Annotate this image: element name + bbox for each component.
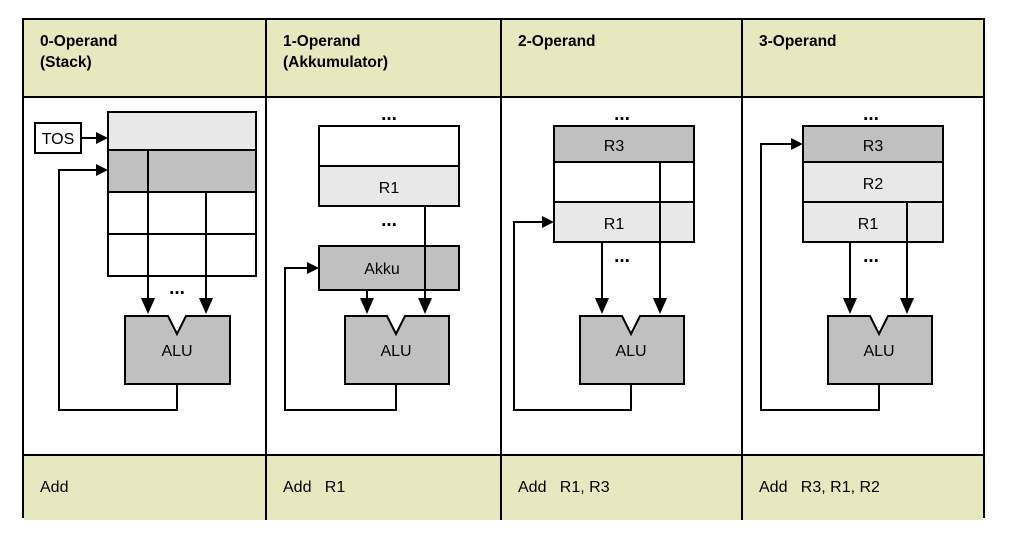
tos-label: TOS xyxy=(42,131,75,148)
register-r2-label: R2 xyxy=(863,176,884,193)
ellipsis-top-label: ... xyxy=(863,104,879,125)
alu-label: ALU xyxy=(380,343,411,360)
diagram-1-operand-accumulator: ... R1 ... Akku xyxy=(265,98,500,454)
ellipsis-bottom-label: ... xyxy=(381,210,397,231)
alu-label: ALU xyxy=(615,343,646,360)
column-header-3-operand: 3-Operand xyxy=(741,20,983,96)
table-header-row: 0-Operand (Stack) 1-Operand (Akkumulator… xyxy=(24,20,983,98)
accumulator-label: Akku xyxy=(364,261,400,278)
ellipsis-top-label: ... xyxy=(381,104,397,125)
table-diagram-row: TOS ... ALU xyxy=(24,98,983,456)
instruction-2-operand: Add R1, R3 xyxy=(500,456,741,520)
alu-label: ALU xyxy=(863,343,894,360)
column-header-2-operand: 2-Operand xyxy=(500,20,741,96)
column-header-1-operand: 1-Operand (Akkumulator) xyxy=(265,20,500,96)
column-header-0-operand: 0-Operand (Stack) xyxy=(24,20,265,96)
ellipsis-label: ... xyxy=(169,278,185,299)
ellipsis-bottom-label: ... xyxy=(863,246,879,267)
instruction-0-operand: Add xyxy=(24,456,265,520)
instruction-1-operand: Add R1 xyxy=(265,456,500,520)
register-r1-label: R1 xyxy=(379,180,400,197)
operand-formats-table: 0-Operand (Stack) 1-Operand (Akkumulator… xyxy=(22,18,985,520)
table-instruction-row: Add Add R1 Add R1, R3 Add R3, R1, R2 xyxy=(24,456,983,520)
instruction-3-operand: Add R3, R1, R2 xyxy=(741,456,983,520)
diagram-0-operand-stack: TOS ... ALU xyxy=(24,98,265,454)
ellipsis-top-label: ... xyxy=(614,104,630,125)
register-r3-label: R3 xyxy=(863,138,884,155)
diagram-2-operand: ... R3 R1 ... xyxy=(500,98,741,454)
ellipsis-bottom-label: ... xyxy=(614,246,630,267)
alu-label: ALU xyxy=(161,343,192,360)
register-r1-label: R1 xyxy=(604,216,625,233)
register-r1-label: R1 xyxy=(858,216,879,233)
diagram-3-operand: ... R3 R2 R1 ... xyxy=(741,98,983,454)
register-r3-label: R3 xyxy=(604,138,625,155)
